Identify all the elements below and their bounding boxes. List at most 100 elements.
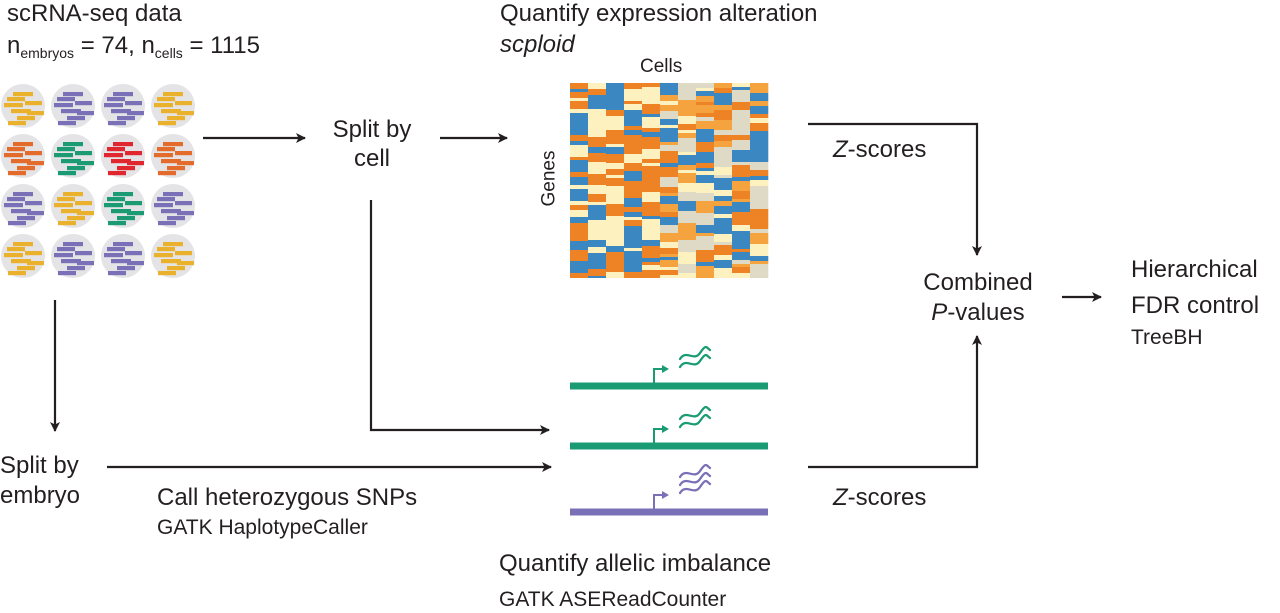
- combined-line1: Combined: [923, 269, 1033, 296]
- cell-bar: [17, 116, 35, 121]
- heatmap-cell: [660, 134, 679, 142]
- heatmap-cell: [696, 233, 715, 236]
- heatmap-cell: [660, 151, 679, 163]
- cell-bar: [167, 116, 185, 121]
- transcript-wave-icon: [678, 471, 712, 487]
- heatmap-cell: [714, 147, 733, 157]
- cell-bar: [177, 111, 194, 116]
- heatmap-cell: [660, 177, 679, 187]
- heatmap-cell: [714, 105, 733, 110]
- heatmap-cell: [606, 110, 625, 116]
- embryo-green: [101, 184, 145, 228]
- heatmap-cell: [660, 267, 679, 270]
- heatmap-cell: [660, 233, 679, 236]
- zscores-rest-2: -scores: [847, 484, 927, 511]
- heatmap-cell: [588, 137, 607, 147]
- heatmap-cell: [696, 213, 715, 225]
- cell-bar: [161, 159, 181, 164]
- heatmap-cell: [588, 177, 607, 185]
- heatmap-cell: [750, 256, 769, 261]
- heatmap-cell: [678, 165, 697, 170]
- heatmap-cell: [588, 236, 607, 240]
- heatmap-cell: [660, 163, 679, 167]
- heatmap-cell: [732, 264, 751, 267]
- zscores-top-label: Z-scores: [833, 138, 926, 162]
- heatmap-cell: [588, 217, 607, 220]
- heatmap-cell: [570, 213, 589, 217]
- pvalues-rest: -values: [947, 299, 1025, 326]
- transcript-wave-icon: [678, 463, 712, 479]
- heatmap-cell: [624, 171, 643, 181]
- heatmap-cell: [642, 240, 661, 246]
- heatmap-cell: [588, 273, 607, 276]
- heatmap-cell: [624, 198, 643, 201]
- heatmap-cell: [696, 163, 715, 168]
- heatmap-cell: [606, 178, 625, 186]
- heatmap-cell: [714, 110, 733, 120]
- cell-bar: [57, 97, 75, 102]
- cell-bar: [108, 271, 126, 276]
- zscores-bottom-label: Z-scores: [833, 486, 926, 510]
- heatmap-cell: [732, 191, 751, 199]
- heatmap-cell: [624, 135, 643, 147]
- split-embryo-line2: embryo: [0, 482, 81, 509]
- heatmap-cell: [678, 133, 697, 138]
- heatmap-cell: [606, 175, 625, 178]
- heatmap-cell: [750, 261, 769, 264]
- cell-bar: [77, 211, 94, 216]
- cell-bar: [104, 153, 123, 158]
- heatmap-cell: [732, 162, 751, 165]
- cell-bar: [57, 147, 75, 152]
- cell-bar: [167, 216, 185, 221]
- cell-bar: [58, 271, 76, 276]
- heatmap-cell: [606, 150, 625, 154]
- cell-bar: [75, 201, 92, 206]
- heatmap-cell: [714, 234, 733, 237]
- heatmap-cell: [750, 135, 769, 147]
- heatmap-cell: [588, 247, 607, 253]
- heatmap-cell: [588, 83, 607, 89]
- heatmap-cell: [714, 268, 733, 278]
- heatmap-cell: [606, 154, 625, 157]
- heatmap-cell: [696, 225, 715, 233]
- transcript-wave-icon: [678, 413, 712, 429]
- heatmap-cell: [714, 157, 733, 167]
- heatmap-cell: [660, 270, 679, 275]
- heatmap-cell: [624, 83, 643, 89]
- heatmap-cell: [696, 105, 715, 113]
- cell-bar: [11, 159, 31, 164]
- heatmap-cell: [696, 121, 715, 129]
- heatmap-cell: [660, 95, 679, 101]
- heatmap-cell: [696, 83, 715, 88]
- embryo-purple: [51, 234, 95, 278]
- heatmap-cell: [606, 140, 625, 144]
- heatmap-cell: [606, 163, 625, 169]
- cell-bar: [8, 121, 26, 126]
- heatmap-cell: [678, 240, 697, 252]
- heatmap-cell: [660, 119, 679, 125]
- cell-bar: [57, 247, 75, 252]
- heatmap-cell: [642, 117, 661, 120]
- heatmap-cell: [750, 170, 769, 176]
- heatmap-cell: [660, 254, 679, 257]
- cell-bar: [11, 109, 31, 114]
- embryo-purple: [1, 184, 45, 228]
- heatmap-cell: [714, 141, 733, 147]
- cell-bar: [163, 92, 183, 97]
- heatmap-cell: [696, 168, 715, 171]
- heatmap-cell: [696, 274, 715, 278]
- embryo-red: [101, 134, 145, 178]
- heatmap-cell: [750, 157, 769, 162]
- heatmap-cell: [678, 83, 697, 95]
- heatmap-cell: [570, 185, 589, 189]
- heatmap-cell: [660, 264, 679, 267]
- cell-bar: [13, 142, 33, 147]
- p-italic: P: [931, 299, 948, 326]
- heatmap-cell: [660, 105, 679, 111]
- cell-bar: [111, 209, 131, 214]
- cell-bar: [17, 266, 35, 271]
- heatmap-cell: [624, 267, 643, 272]
- heatmap-cell: [588, 109, 607, 113]
- heatmap-cell: [642, 137, 661, 149]
